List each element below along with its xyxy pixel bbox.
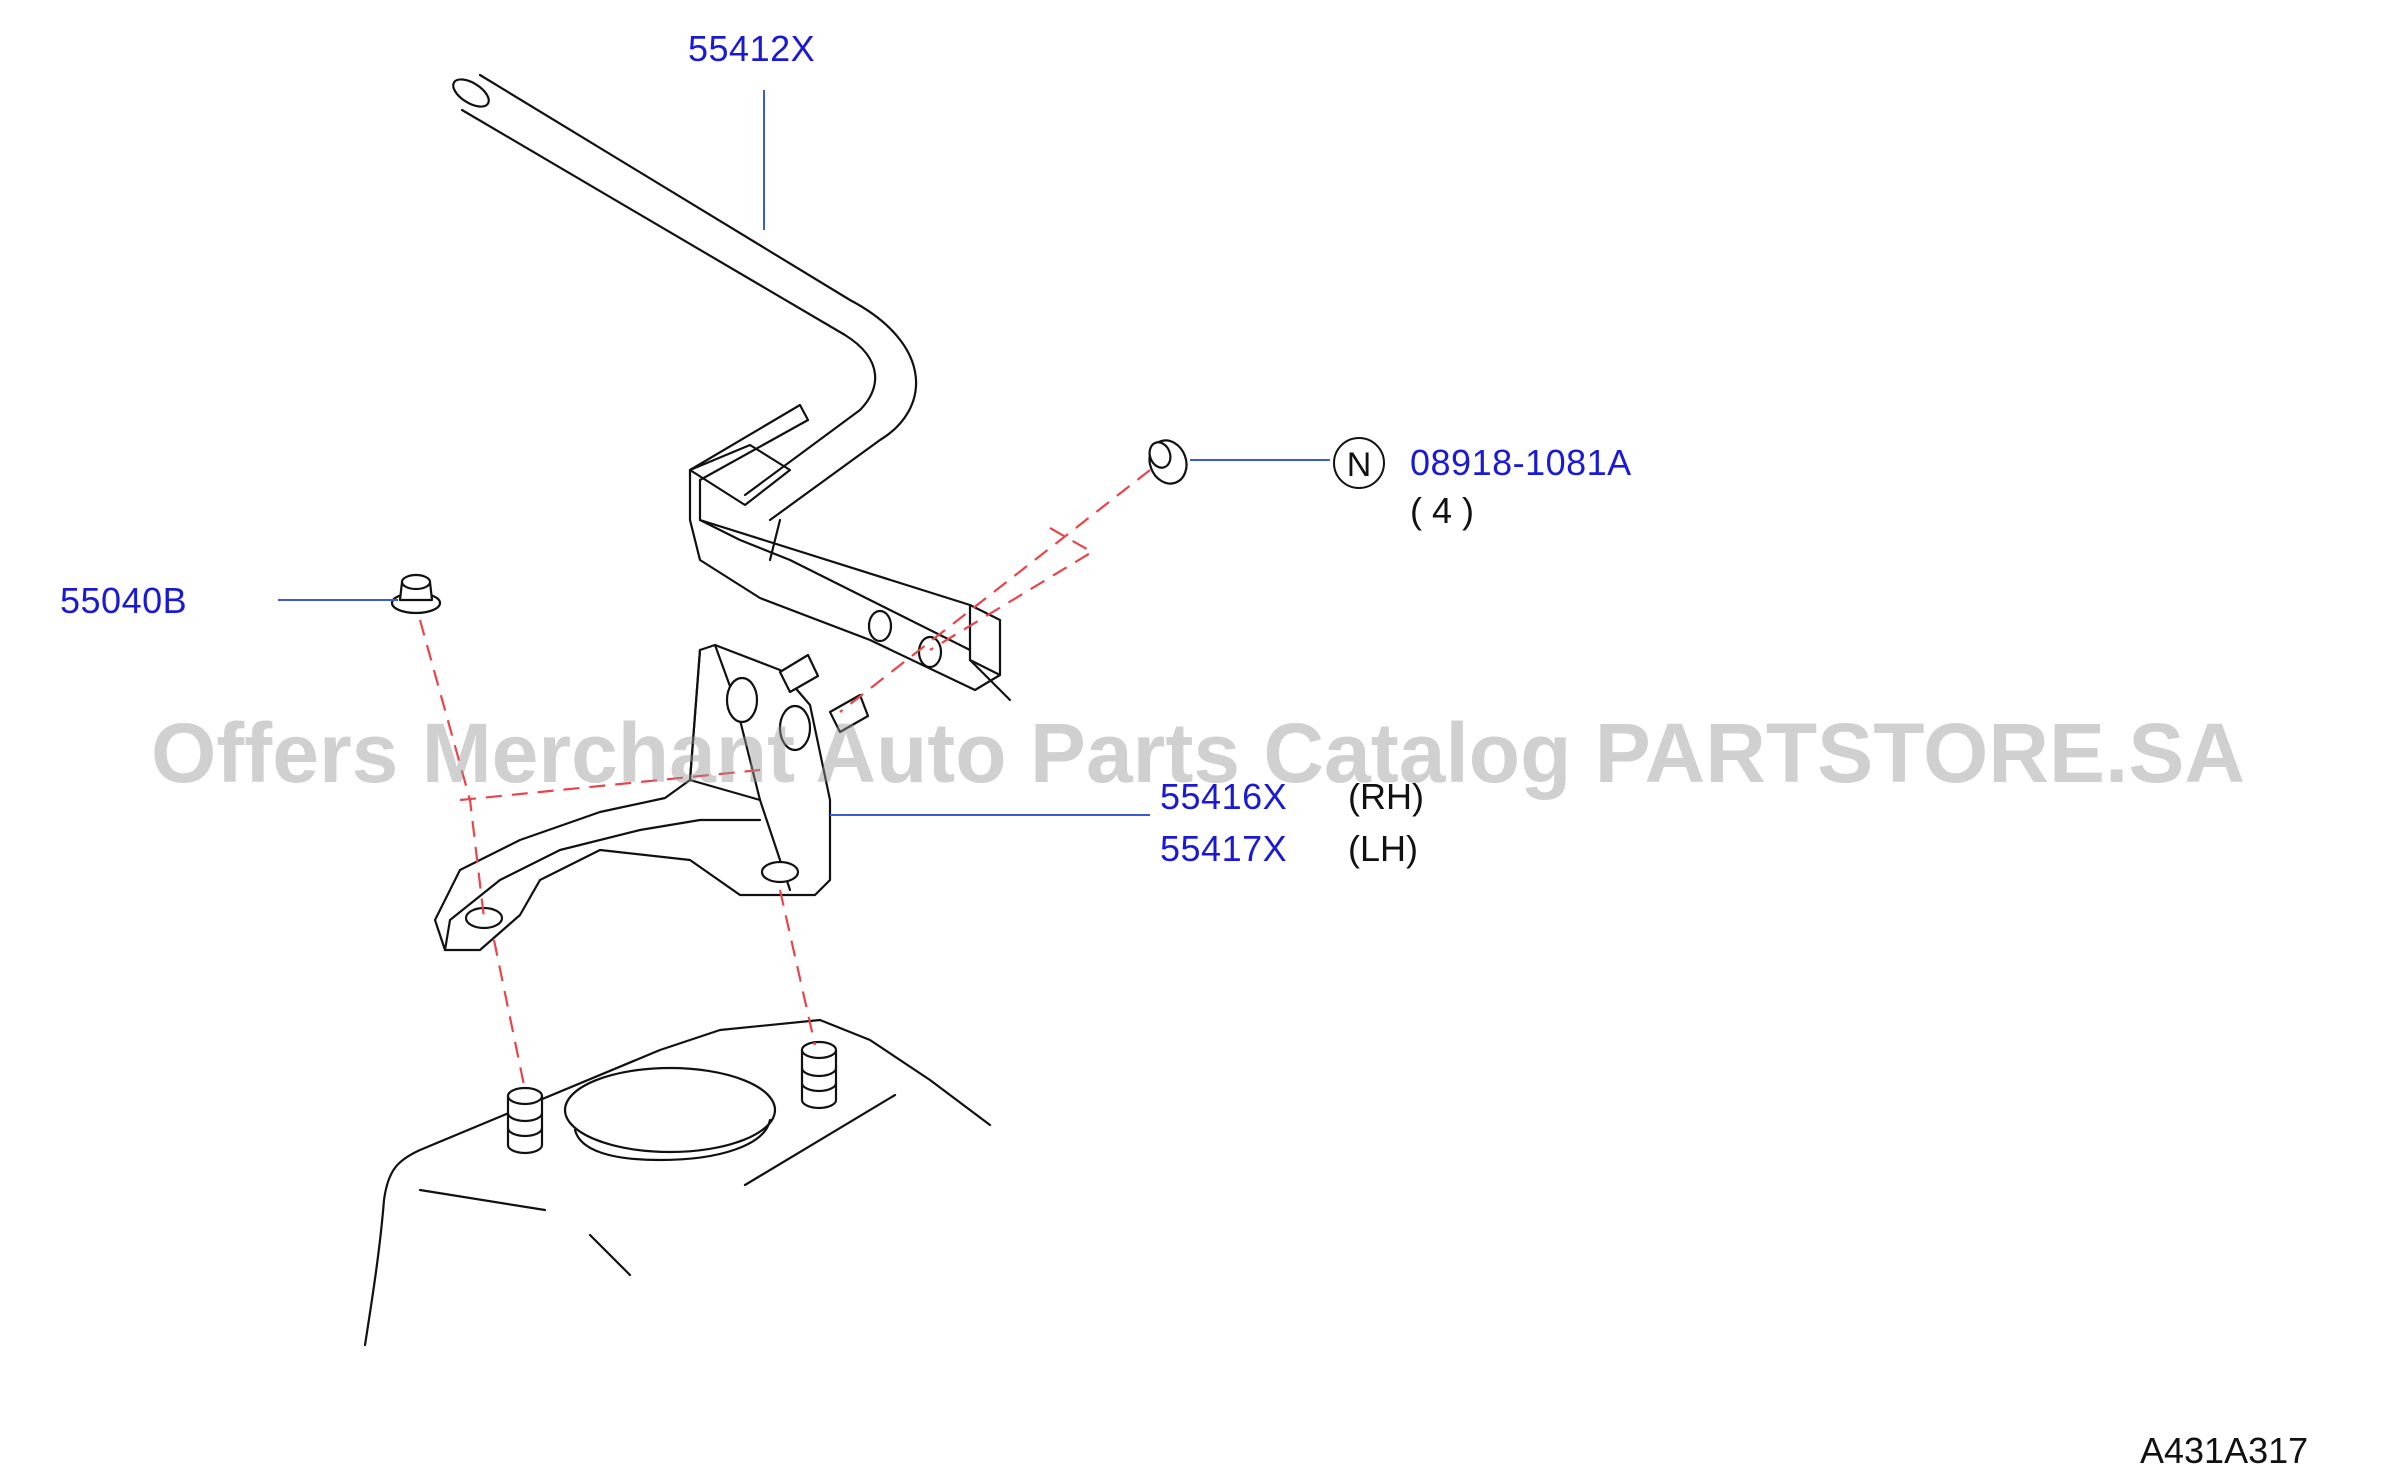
callout-bracket-lh[interactable]: 55417X xyxy=(1160,828,1288,869)
note-symbol: N xyxy=(1333,437,1385,489)
callout-nut[interactable]: 08918-1081A xyxy=(1410,442,1632,483)
callout-bracket-rh-side: (RH) xyxy=(1348,776,1424,817)
leader-lines xyxy=(278,90,1330,816)
lower-bracket-drawing xyxy=(433,643,870,952)
strut-tower-drawing xyxy=(363,1018,992,1347)
watermark: Offers Merchant Auto Parts Catalog PARTS… xyxy=(150,706,2246,800)
callout-bushing[interactable]: 55040B xyxy=(60,580,188,621)
stud-left xyxy=(506,1086,544,1155)
upper-bracket-drawing xyxy=(688,403,1012,702)
callout-stabilizer[interactable]: 55412X xyxy=(688,28,816,69)
callout-bracket-lh-side: (LH) xyxy=(1348,828,1418,869)
reference-code: A431A317 xyxy=(2140,1430,2309,1471)
callout-nut-quantity: ( 4 ) xyxy=(1410,490,1475,531)
bushing-part xyxy=(390,573,442,615)
stabilizer-bar-drawing xyxy=(452,73,918,522)
callout-bracket-rh[interactable]: 55416X xyxy=(1160,776,1288,817)
nut-part xyxy=(1148,439,1188,485)
stud-right xyxy=(800,1040,838,1110)
assembly-guides xyxy=(418,469,1151,1091)
